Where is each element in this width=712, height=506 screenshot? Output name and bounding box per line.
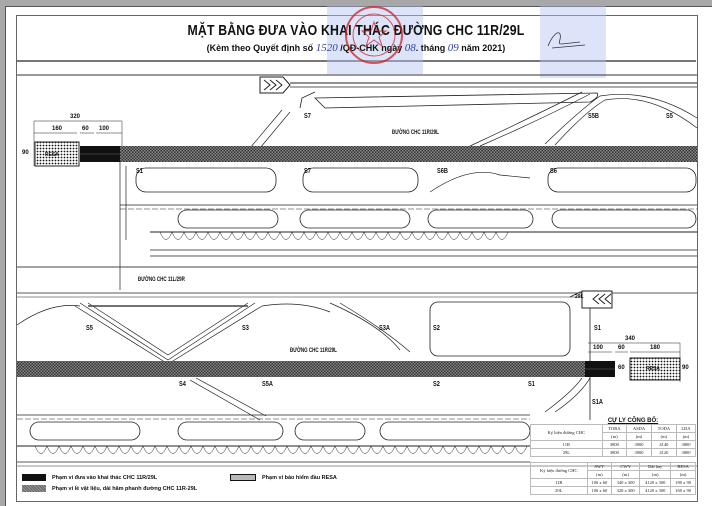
resa-label-top: RESA bbox=[45, 152, 59, 158]
dimension-width-resa: 90 bbox=[682, 365, 689, 371]
runway-label-top: ĐƯỜNG CHC 11R/29L bbox=[392, 130, 439, 136]
taxiway-label: S3A bbox=[379, 325, 390, 332]
threshold-label: 29L bbox=[575, 294, 584, 300]
drawing-frame bbox=[16, 15, 698, 502]
taxiway-label: S7 bbox=[304, 168, 311, 175]
taxiway-label: S7 bbox=[304, 113, 311, 120]
taxiway-label: S6B bbox=[437, 168, 448, 175]
taxiway-label: S5A bbox=[262, 381, 273, 388]
taxiway-label: S1A bbox=[592, 399, 603, 406]
official-stamp bbox=[345, 6, 403, 64]
dimension-swy: 100 bbox=[593, 345, 604, 351]
dimension-width-swy: 60 bbox=[618, 365, 625, 371]
taxiway-label: S5 bbox=[666, 113, 673, 120]
legend-item-shoulder: Phạm vi lề vật liệu, dải hãm phanh đường… bbox=[22, 485, 197, 492]
dimension-swy: 100 bbox=[99, 126, 110, 132]
page-subtitle: (Kèm theo Quyết định số 1520 /QĐ-CHK ngà… bbox=[206, 42, 506, 54]
dimension-cwt: 60 bbox=[82, 126, 89, 132]
signature-highlight bbox=[540, 6, 606, 78]
taxiway-label: S2 bbox=[433, 381, 440, 388]
dimension-width-resa: 90 bbox=[22, 150, 29, 156]
title-band bbox=[16, 15, 696, 62]
black-swatch-icon bbox=[22, 474, 46, 481]
taxiway-label: S1 bbox=[594, 325, 601, 332]
dimension-total: 320 bbox=[70, 114, 81, 120]
table-row: 11R 3800 3900 4140 3800 bbox=[530, 440, 697, 449]
taxiway-label: S2 bbox=[433, 325, 440, 332]
table-row: 29L 100 x 60 320 x 300 4120 x 300 160 x … bbox=[530, 486, 696, 495]
taxiway-label: S1 bbox=[528, 381, 535, 388]
runway-label-11L: ĐƯỜNG CHC 11L/29R bbox=[138, 277, 185, 283]
taxiway-label: S5 bbox=[86, 325, 93, 332]
table-row: 11R 100 x 60 340 x 300 4120 x 300 180 x … bbox=[530, 478, 696, 487]
dimension-resa: 180 bbox=[650, 345, 661, 351]
table-row: 29L 3800 3900 4120 3800 bbox=[530, 448, 697, 457]
taxiway-label: S6 bbox=[550, 168, 557, 175]
taxiway-label: S5B bbox=[588, 113, 599, 120]
taxiway-label: S1 bbox=[136, 168, 143, 175]
legend-item-resa: Phạm vi bảo hiểm đầu RESA bbox=[230, 474, 337, 481]
gray-hatch-swatch-icon bbox=[22, 485, 46, 492]
page-title: MẶT BẰNG ĐƯA VÀO KHAI THÁC ĐƯỜNG CHC 11R… bbox=[187, 22, 525, 39]
decision-number: 1520 bbox=[315, 42, 338, 54]
legend-item-operational: Phạm vi đưa vào khai thác CHC 11R/29L bbox=[22, 474, 157, 481]
taxiway-label: S4 bbox=[179, 381, 186, 388]
declared-distances-title: CỰ LY CÔNG BỐ: bbox=[607, 418, 659, 424]
runway-label-bottom: ĐƯỜNG CHC 11R/29L bbox=[290, 348, 337, 354]
dimension-total: 340 bbox=[625, 336, 636, 342]
declared-distances: CỰ LY CÔNG BỐ: Ký hiệu đường CHC TORA AS… bbox=[530, 418, 697, 495]
dimension-resa: 160 bbox=[52, 126, 63, 132]
dimension-cwt: 60 bbox=[618, 345, 625, 351]
dotted-swatch-icon bbox=[230, 474, 256, 481]
declared-distances-table-2: Ký hiệu đường CHC SWY CWY Dải bay RESA (… bbox=[530, 462, 696, 495]
decision-day: 08 bbox=[404, 42, 416, 54]
resa-label-bottom: RESA bbox=[646, 366, 660, 372]
declared-distances-table-1: Ký hiệu đường CHC TORA ASDA TODA LDA (m)… bbox=[530, 424, 697, 457]
taxiway-label: S3 bbox=[242, 325, 249, 332]
decision-month: 09 bbox=[447, 42, 459, 54]
